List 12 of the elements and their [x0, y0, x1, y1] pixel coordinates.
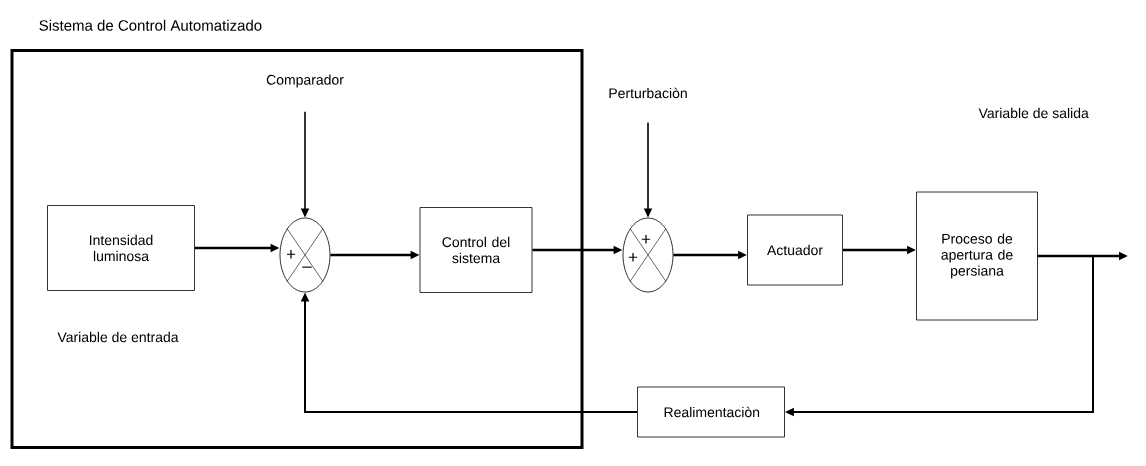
process-box: Control del sistema: [419, 207, 533, 293]
summing-junction: + –: [279, 217, 331, 293]
signal-label: Comparador: [266, 74, 344, 88]
process-box: Realimentaciòn: [637, 386, 785, 438]
signal-label: Variable de entrada: [57, 331, 179, 343]
signal-label: Variable de salida: [978, 107, 1089, 119]
signal-label: Perturbaciòn: [609, 87, 687, 99]
node-label: Sistema de Control Automatizado: [39, 19, 262, 31]
process-box: Actuador: [747, 214, 843, 286]
process-box: Intensidad luminosa: [47, 205, 195, 291]
process-box: Proceso de apertura de persiana: [916, 191, 1038, 321]
summing-junction: + +: [622, 217, 674, 293]
